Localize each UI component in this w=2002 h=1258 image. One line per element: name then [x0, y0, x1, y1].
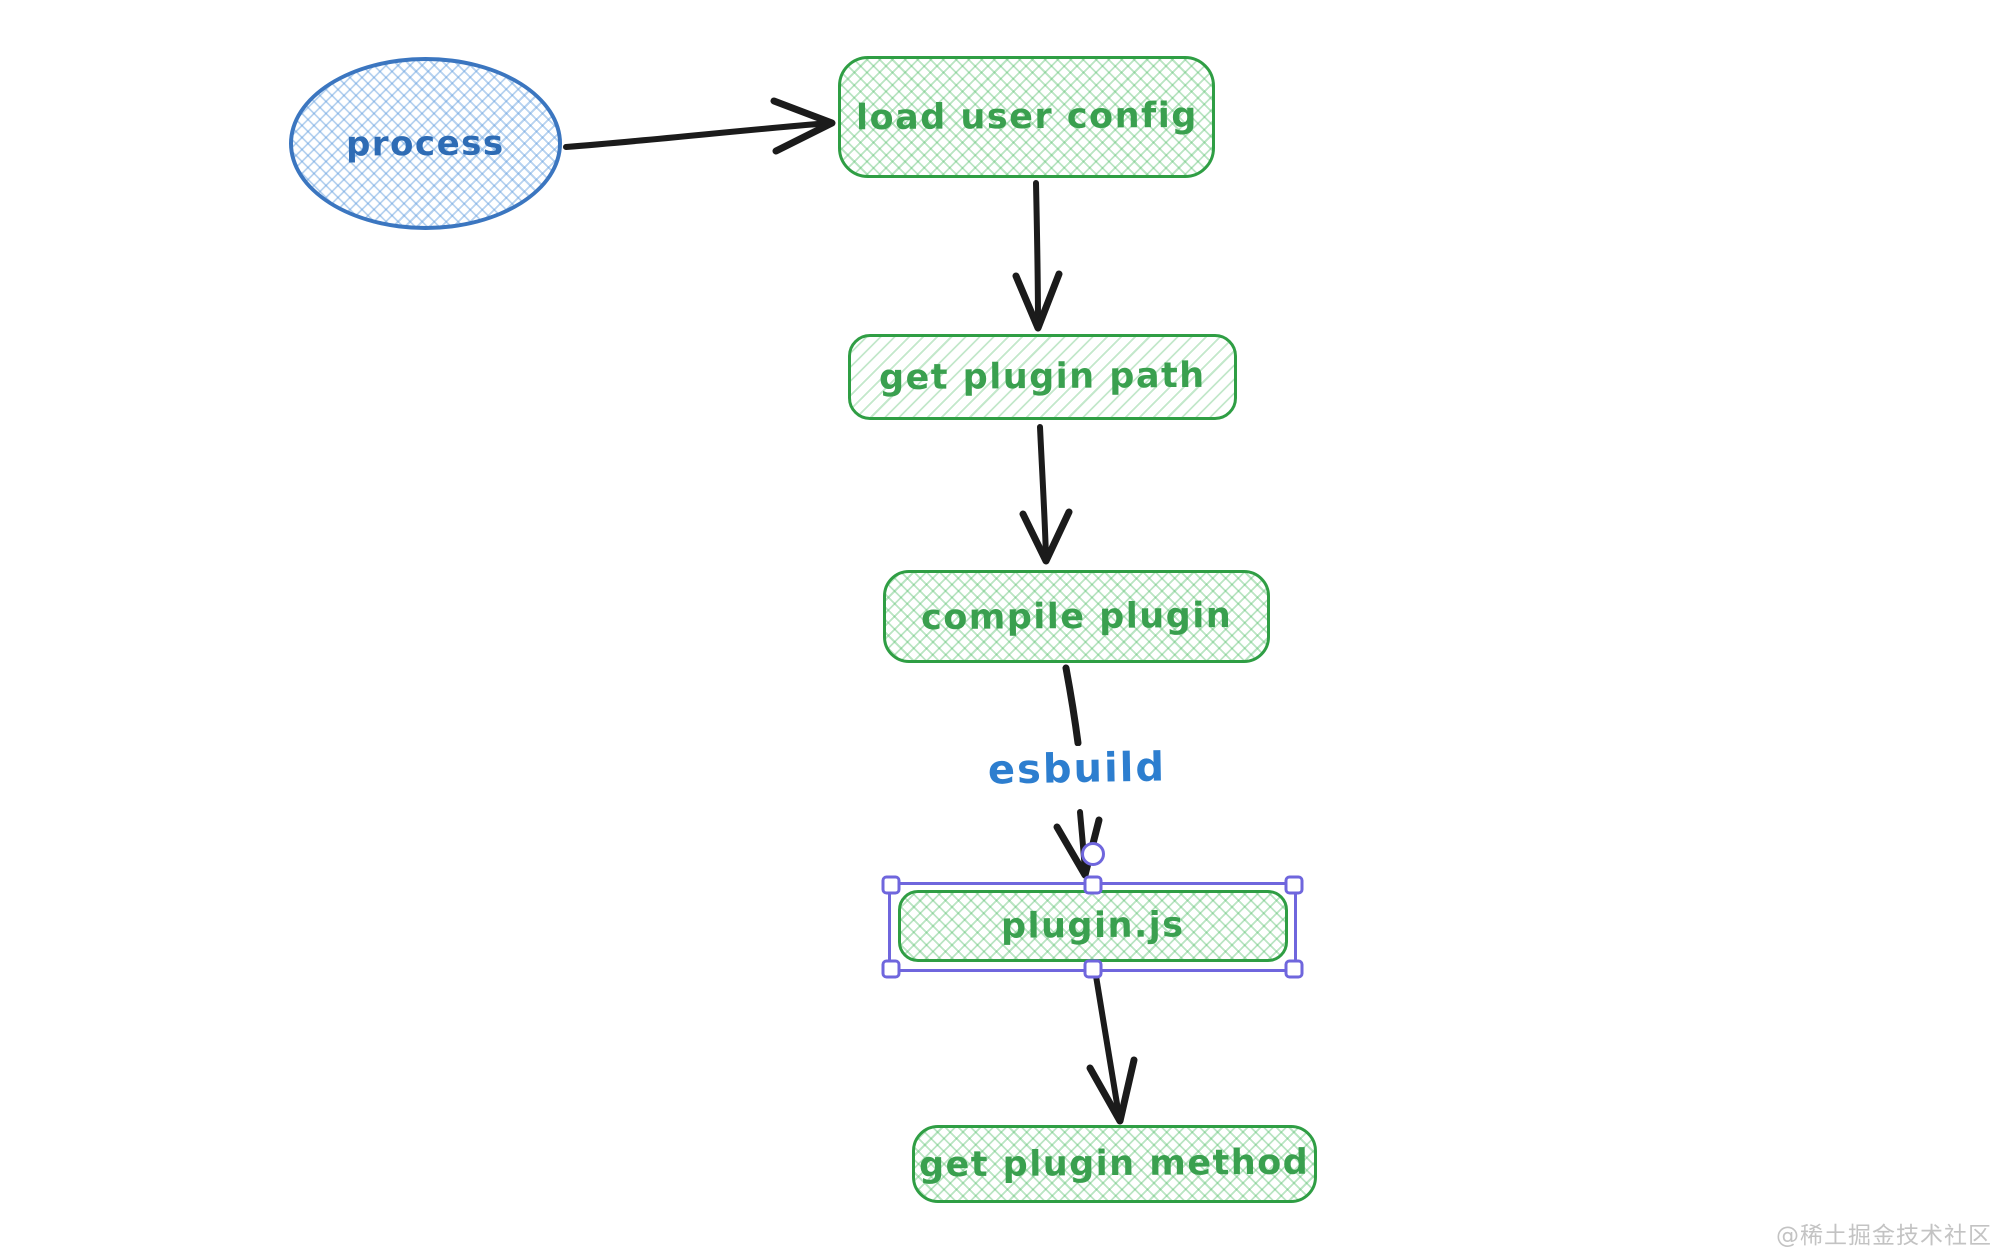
- node-plugin-js-label: plugin.js: [1001, 905, 1185, 947]
- watermark: @稀土掘金技术社区: [1776, 1223, 1992, 1249]
- node-get-plugin-method[interactable]: get plugin method: [912, 1125, 1317, 1203]
- node-process-label: process: [346, 122, 505, 165]
- resize-handle-top-left[interactable]: [881, 875, 901, 895]
- rotate-handle[interactable]: [1080, 842, 1105, 866]
- arrow-plugin-js-to-get-plugin-method[interactable]: [1086, 973, 1138, 1125]
- node-load-user-config-label: load user config: [855, 95, 1198, 139]
- resize-handle-top-right[interactable]: [1284, 875, 1304, 895]
- node-plugin-js[interactable]: plugin.js: [898, 890, 1288, 962]
- node-get-plugin-path[interactable]: get plugin path: [848, 334, 1237, 420]
- node-get-plugin-path-label: get plugin path: [879, 355, 1206, 399]
- node-compile-plugin[interactable]: compile plugin: [883, 570, 1270, 663]
- resize-handle-bottom-middle[interactable]: [1083, 959, 1102, 979]
- resize-handle-bottom-right[interactable]: [1284, 959, 1304, 979]
- edge-label-esbuild[interactable]: esbuild: [979, 744, 1175, 794]
- resize-handle-top-middle[interactable]: [1083, 875, 1102, 895]
- node-process[interactable]: process: [289, 57, 562, 230]
- arrow-load-user-config-to-get-plugin-path[interactable]: [1012, 180, 1063, 332]
- node-load-user-config[interactable]: load user config: [838, 56, 1215, 178]
- resize-handle-bottom-left[interactable]: [881, 959, 901, 979]
- arrow-process-to-load-user-config[interactable]: [563, 97, 836, 155]
- arrow-get-plugin-path-to-compile-plugin[interactable]: [1019, 424, 1073, 565]
- node-compile-plugin-label: compile plugin: [920, 595, 1233, 638]
- node-get-plugin-method-label: get plugin method: [919, 1142, 1310, 1186]
